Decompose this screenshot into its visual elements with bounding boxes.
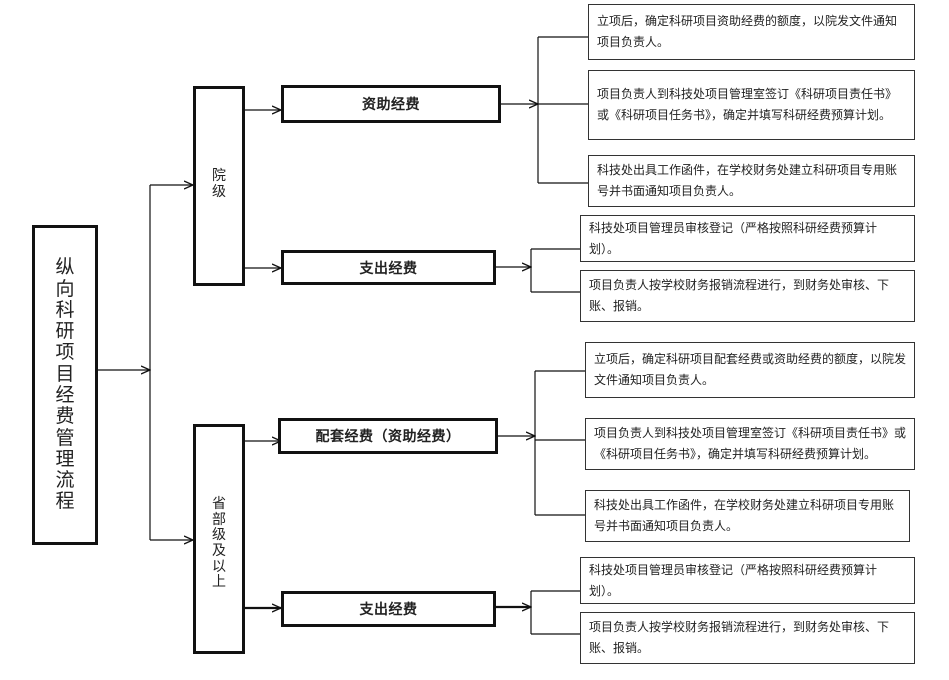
vertical-char: 省 — [212, 496, 226, 512]
vertical-char: 级 — [212, 527, 226, 544]
vertical-char: 流 — [55, 469, 75, 492]
category-matching-funding-box: 配套经费（资助经费） — [278, 418, 498, 454]
step-box: 科技处出具工作函件，在学校财务处建立科研项目专用账号并书面通知项目负责人。 — [588, 155, 915, 207]
step-box: 科技处出具工作函件，在学校财务处建立科研项目专用账号并书面通知项目负责人。 — [585, 490, 910, 542]
vertical-char: 经 — [55, 384, 75, 406]
step-box: 立项后，确定科研项目资助经费的额度，以院发文件通知项目负责人。 — [588, 4, 915, 60]
step-box: 科技处项目管理员审核登记（严格按照科研经费预算计划）。 — [580, 215, 915, 262]
step-text: 立项后，确定科研项目配套经费或资助经费的额度，以院发文件通知项目负责人。 — [594, 352, 907, 387]
vertical-char: 院 — [212, 168, 226, 184]
step-text: 项目负责人按学校财务报销流程进行，到财务处审核、下账、报销。 — [589, 278, 890, 313]
vertical-char: 科 — [55, 298, 75, 321]
step-text: 科技处项目管理员审核登记（严格按照科研经费预算计划）。 — [589, 562, 878, 598]
step-text: 立项后，确定科研项目资助经费的额度，以院发文件通知项目负责人。 — [597, 14, 898, 49]
step-text: 项目负责人到科技处项目管理室签订《科研项目责任书》或《科研项目任务书》，确定并填… — [597, 87, 898, 122]
vertical-char: 上 — [212, 574, 226, 591]
vertical-char: 纵 — [55, 256, 75, 279]
vertical-char: 项 — [55, 341, 75, 364]
vertical-char: 及 — [212, 543, 226, 560]
step-box: 科技处项目管理员审核登记（严格按照科研经费预算计划）。 — [580, 557, 915, 604]
step-box: 项目负责人到科技处项目管理室签订《科研项目责任书》或《科研项目任务书》，确定并填… — [588, 70, 915, 140]
level-provincial-box: 省部级及以上 — [193, 424, 245, 654]
vertical-char: 目 — [55, 362, 75, 385]
vertical-char: 部 — [212, 511, 226, 528]
step-box: 项目负责人按学校财务报销流程进行，到财务处审核、下账、报销。 — [580, 270, 915, 322]
vertical-char: 研 — [55, 320, 75, 343]
step-text: 科技处项目管理员审核登记（严格按照科研经费预算计划）。 — [589, 220, 878, 256]
vertical-char: 程 — [55, 490, 75, 513]
step-text: 项目负责人按学校财务报销流程进行，到财务处审核、下账、报销。 — [589, 620, 890, 655]
step-box: 项目负责人按学校财务报销流程进行，到财务处审核、下账、报销。 — [580, 612, 915, 664]
vertical-char: 管 — [55, 426, 75, 449]
step-text: 科技处出具工作函件，在学校财务处建立科研项目专用账号并书面通知项目负责人。 — [597, 163, 898, 198]
step-text: 科技处出具工作函件，在学校财务处建立科研项目专用账号并书面通知项目负责人。 — [594, 498, 895, 533]
category-expenditure-box: 支出经费 — [281, 250, 496, 285]
vertical-char: 理 — [55, 447, 75, 470]
vertical-char: 向 — [55, 277, 75, 300]
step-box: 立项后，确定科研项目配套经费或资助经费的额度，以院发文件通知项目负责人。 — [585, 342, 915, 398]
step-box: 项目负责人到科技处项目管理室签订《科研项目责任书》或《科研项目任务书》，确定并填… — [585, 418, 915, 470]
step-text: 项目负责人到科技处项目管理室签订《科研项目责任书》或《科研项目任务书》，确定并填… — [594, 426, 907, 461]
root-process-box: 纵向科研项目经费管理流程 — [32, 225, 98, 545]
vertical-char: 费 — [55, 405, 75, 428]
vertical-char: 级 — [212, 183, 226, 200]
level-college-box: 院级 — [193, 86, 245, 286]
vertical-char: 以 — [212, 558, 226, 575]
category-expenditure-box: 支出经费 — [281, 591, 496, 627]
category-funding-box: 资助经费 — [281, 85, 501, 123]
